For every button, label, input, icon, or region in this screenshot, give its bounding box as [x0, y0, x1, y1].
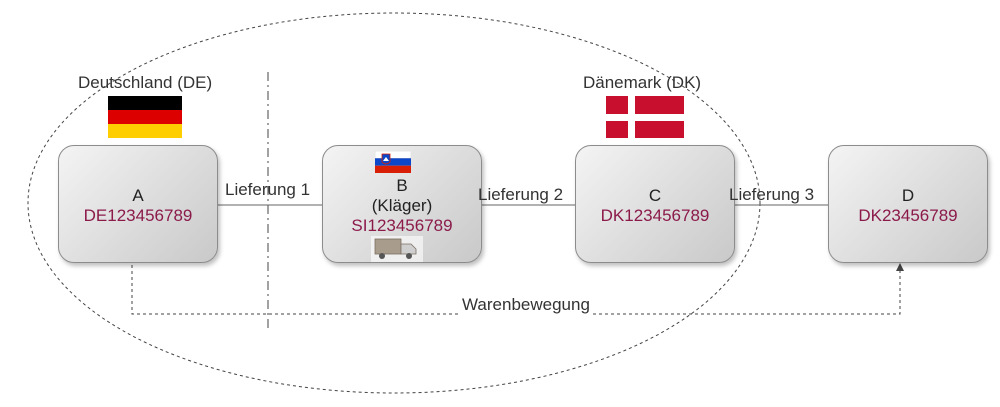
party-c-vat: DK123456789	[600, 206, 710, 225]
party-c-name: C	[648, 186, 662, 205]
germany-flag-icon	[108, 96, 182, 138]
party-box-b: B (Kläger) SI123456789	[322, 145, 482, 263]
party-a-name: A	[132, 186, 144, 205]
slovenia-flag-icon	[375, 151, 411, 173]
denmark-flag-icon	[606, 96, 684, 138]
flag-stripe-black	[108, 96, 182, 110]
country-label-dk: Dänemark (DK)	[583, 73, 702, 92]
goods-flow-label: Warenbewegung	[460, 295, 592, 315]
party-a-vat: DE123456789	[83, 206, 193, 225]
party-b-name: B	[396, 176, 408, 195]
delivery-label-1: Lieferung 1	[225, 180, 311, 199]
party-box-a: A DE123456789	[58, 145, 218, 263]
party-box-d: D DK23456789	[828, 145, 988, 263]
flag-stripe-gold	[108, 124, 182, 138]
country-label-de: Deutschland (DE)	[78, 73, 213, 92]
truck-icon	[371, 236, 423, 262]
eu-area-ellipse	[27, 12, 761, 394]
party-d-vat: DK23456789	[858, 206, 958, 225]
party-d-name: D	[901, 186, 915, 205]
delivery-label-2: Lieferung 2	[478, 185, 564, 204]
party-b-vat: SI123456789	[351, 216, 453, 235]
party-box-c: C DK123456789	[575, 145, 735, 263]
delivery-label-3: Lieferung 3	[729, 185, 815, 204]
flag-stripe-red	[108, 110, 182, 124]
party-b-role: (Kläger)	[371, 196, 433, 215]
goods-flow-arrowhead	[896, 263, 904, 271]
